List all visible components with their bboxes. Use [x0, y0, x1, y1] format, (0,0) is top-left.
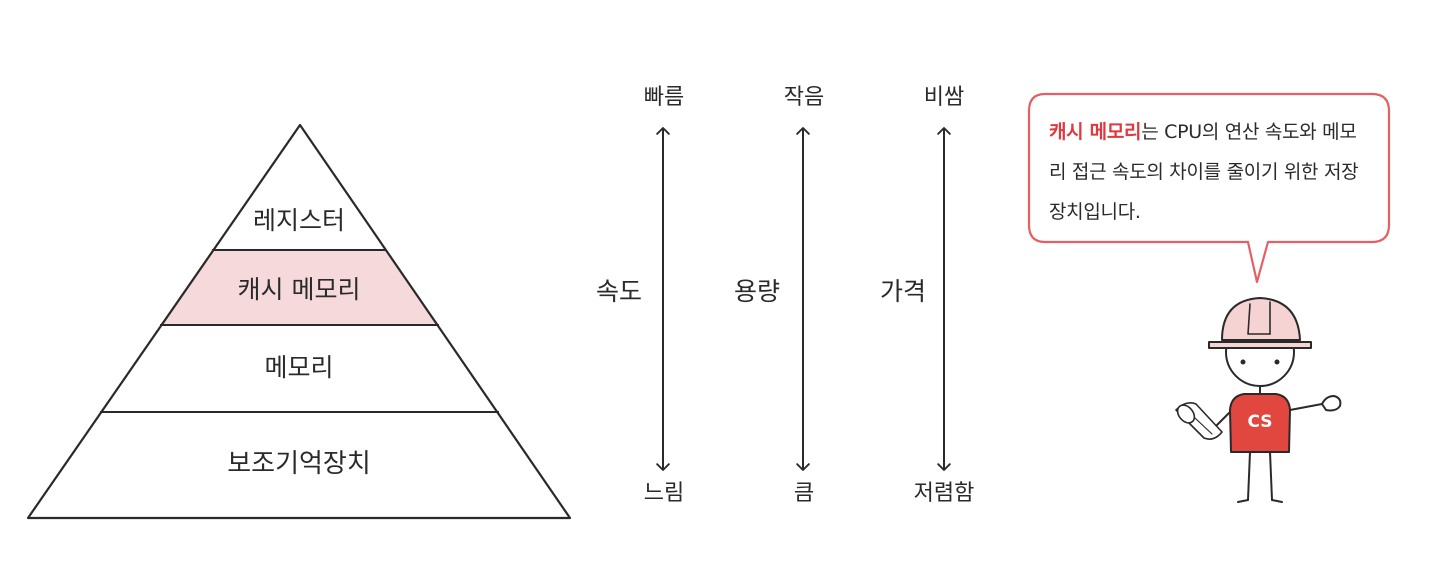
left-leg — [1247, 451, 1251, 501]
speed-top-label: 빠름 — [644, 85, 684, 110]
price-axis-label: 가격 — [880, 277, 926, 306]
pyramid-outline — [26, 123, 572, 520]
highlight-term: 캐시 메모리 — [1049, 121, 1142, 143]
scroll-end — [1176, 404, 1196, 424]
speed-axis-label: 속도 — [596, 277, 642, 306]
right-arm — [1289, 403, 1323, 411]
level-label-memory: 메모리 — [264, 353, 333, 382]
capacity-top-label: 작음 — [784, 85, 824, 110]
left-eye — [1240, 359, 1246, 365]
right-foot — [1271, 499, 1283, 503]
price-bottom-label: 저렴함 — [914, 481, 975, 506]
helmet-ridge — [1247, 303, 1271, 335]
right-hand — [1321, 395, 1342, 412]
helmet-brim — [1208, 341, 1312, 349]
capacity-scale: 작음 용량 큼 — [734, 85, 824, 506]
speech-body: 는 CPU의 연산 속도와 메모리 접근 속도의 차이를 줄이기 위한 저장 장… — [1049, 121, 1359, 223]
level-label-cache-memory: 캐시 메모리 — [238, 275, 361, 304]
capacity-bottom-label: 큼 — [794, 481, 814, 506]
price-scale: 비쌈 가격 저렴함 — [880, 85, 974, 506]
speech-bubble-text: 캐시 메모리는 CPU의 연산 속도와 메모리 접근 속도의 차이를 줄이기 위… — [1029, 94, 1389, 242]
shirt — [1229, 393, 1291, 453]
memory-hierarchy-pyramid: 레지스터 캐시 메모리 메모리 보조기억장치 — [26, 123, 572, 520]
right-leg — [1269, 451, 1273, 501]
level-label-secondary-storage: 보조기억장치 — [227, 449, 371, 479]
scroll-line — [1194, 417, 1213, 435]
capacity-axis-label: 용량 — [734, 277, 780, 306]
right-eye — [1274, 359, 1280, 365]
price-top-label: 비쌈 — [924, 85, 964, 110]
shirt-label: CS — [1247, 412, 1272, 432]
left-foot — [1237, 499, 1249, 503]
speed-bottom-label: 느림 — [644, 481, 684, 506]
cs-mascot — [1175, 297, 1342, 503]
helmet — [1221, 297, 1301, 341]
cache-level-band — [160, 250, 439, 325]
speed-scale: 빠름 속도 느림 — [596, 85, 684, 506]
speech-bubble — [1027, 92, 1391, 284]
level-label-register: 레지스터 — [253, 206, 345, 235]
